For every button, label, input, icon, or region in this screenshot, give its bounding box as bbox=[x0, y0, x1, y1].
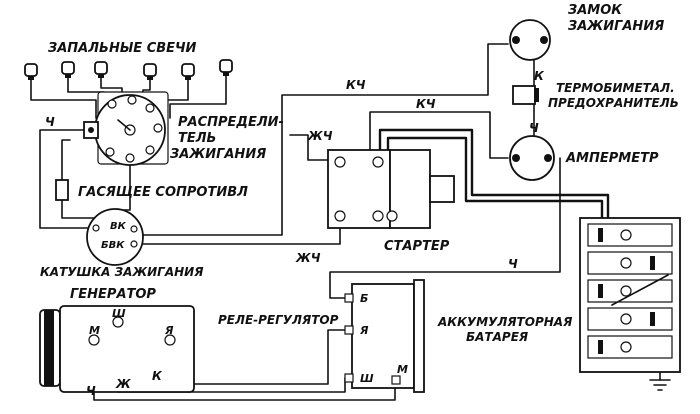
distributor bbox=[83, 91, 169, 166]
label-reg-ya: Я bbox=[359, 324, 369, 337]
battery-cable-outer bbox=[378, 128, 610, 222]
wire-label-ch-bottom: Ч bbox=[86, 384, 96, 398]
label-distributor-1: РАСПРЕДЕЛИ- bbox=[178, 115, 284, 130]
wire-zhch-lower bbox=[137, 217, 341, 245]
label-coil-vk: ВК bbox=[110, 221, 127, 232]
thermo-fuse bbox=[512, 85, 539, 105]
wire-gen-ya bbox=[169, 329, 346, 385]
wire-label-ch-fuse: Ч bbox=[529, 121, 539, 135]
wire-labels: КЧ КЧ ЖЧ ЖЧ Ч Ч Ч К Ч Ж К bbox=[45, 69, 545, 398]
relay-regulator bbox=[344, 279, 425, 393]
label-resistor: ГАСЯЩЕЕ СОПРОТИВЛ bbox=[78, 185, 248, 200]
label-thermo-fuse-2: ПРЕДОХРАНИТЕЛЬ bbox=[548, 96, 679, 110]
label-ignition-lock-1: ЗАМОК bbox=[568, 3, 623, 18]
label-regulator: РЕЛЕ-РЕГУЛЯТОР bbox=[218, 313, 339, 327]
ammeter bbox=[509, 135, 555, 181]
battery bbox=[579, 217, 681, 373]
ground-icon bbox=[649, 379, 671, 391]
spark-plug-6 bbox=[219, 59, 233, 76]
spark-plug-4 bbox=[143, 63, 157, 80]
battery-cable-inner bbox=[386, 136, 604, 222]
generator bbox=[39, 305, 195, 393]
label-gen-sh: Ш bbox=[112, 307, 126, 320]
wire-ch-right bbox=[329, 157, 561, 299]
component-labels: ЗАПАЛЬНЫЕ СВЕЧИ РАСПРЕДЕЛИ- ТЕЛЬ ЗАЖИГАН… bbox=[40, 3, 679, 385]
plug-lead-6 bbox=[169, 73, 227, 119]
label-distributor-3: ЗАЖИГАНИЯ bbox=[170, 147, 266, 162]
label-starter: СТАРТЕР bbox=[384, 239, 450, 254]
wire-label-zhch-upper: ЖЧ bbox=[307, 129, 333, 143]
label-gen-ya: Я bbox=[164, 324, 174, 337]
label-reg-sh: Ш bbox=[360, 372, 374, 385]
spark-plug-2 bbox=[61, 61, 75, 78]
wire-kch-mid bbox=[369, 111, 509, 159]
wire-kch-top bbox=[137, 43, 509, 236]
wire-dist-resistor bbox=[61, 139, 71, 181]
label-ignition-coil: КАТУШКА ЗАЖИГАНИЯ bbox=[40, 265, 203, 279]
label-distributor-2: ТЕЛЬ bbox=[178, 131, 216, 146]
label-reg-b: Б bbox=[360, 292, 368, 305]
spark-plug-5 bbox=[181, 63, 195, 80]
spark-plugs bbox=[24, 59, 233, 80]
label-ignition-lock-2: ЗАЖИГАНИЯ bbox=[568, 19, 664, 34]
wire-zhch-upper bbox=[289, 134, 341, 161]
label-spark-plugs: ЗАПАЛЬНЫЕ СВЕЧИ bbox=[48, 41, 197, 56]
spark-plug-1 bbox=[24, 63, 38, 80]
wire-label-k-bottom: К bbox=[152, 369, 163, 383]
label-thermo-fuse-1: ТЕРМОБИМЕТАЛ. bbox=[556, 81, 675, 95]
label-generator: ГЕНЕРАТОР bbox=[70, 287, 156, 302]
label-coil-bvk: БВК bbox=[101, 240, 125, 251]
wire-label-zhch-lower: ЖЧ bbox=[295, 251, 321, 265]
wire-label-ch-right: Ч bbox=[508, 257, 518, 271]
wire-label-ch-left: Ч bbox=[45, 115, 55, 129]
label-gen-m: М bbox=[89, 324, 100, 337]
label-reg-m: М bbox=[397, 363, 408, 376]
ignition-lock bbox=[509, 19, 551, 61]
starter bbox=[327, 149, 455, 229]
wire-ch-left bbox=[39, 129, 93, 229]
ballast-resistor bbox=[55, 179, 69, 201]
label-ammeter: АМПЕРМЕТР bbox=[565, 151, 659, 166]
wire-label-zh-bottom: Ж bbox=[115, 377, 131, 391]
wire-label-k-fuse: К bbox=[534, 69, 545, 83]
wire-label-kch-mid: КЧ bbox=[416, 97, 436, 111]
label-battery-2: БАТАРЕЯ bbox=[466, 330, 528, 344]
plug-lead-1 bbox=[30, 77, 97, 119]
wire-label-kch-top: КЧ bbox=[346, 78, 366, 92]
wires bbox=[30, 43, 661, 401]
label-battery-1: АККУМУЛЯТОРНАЯ bbox=[437, 315, 572, 329]
ignition-coil bbox=[86, 208, 144, 266]
spark-plug-3 bbox=[94, 61, 108, 78]
